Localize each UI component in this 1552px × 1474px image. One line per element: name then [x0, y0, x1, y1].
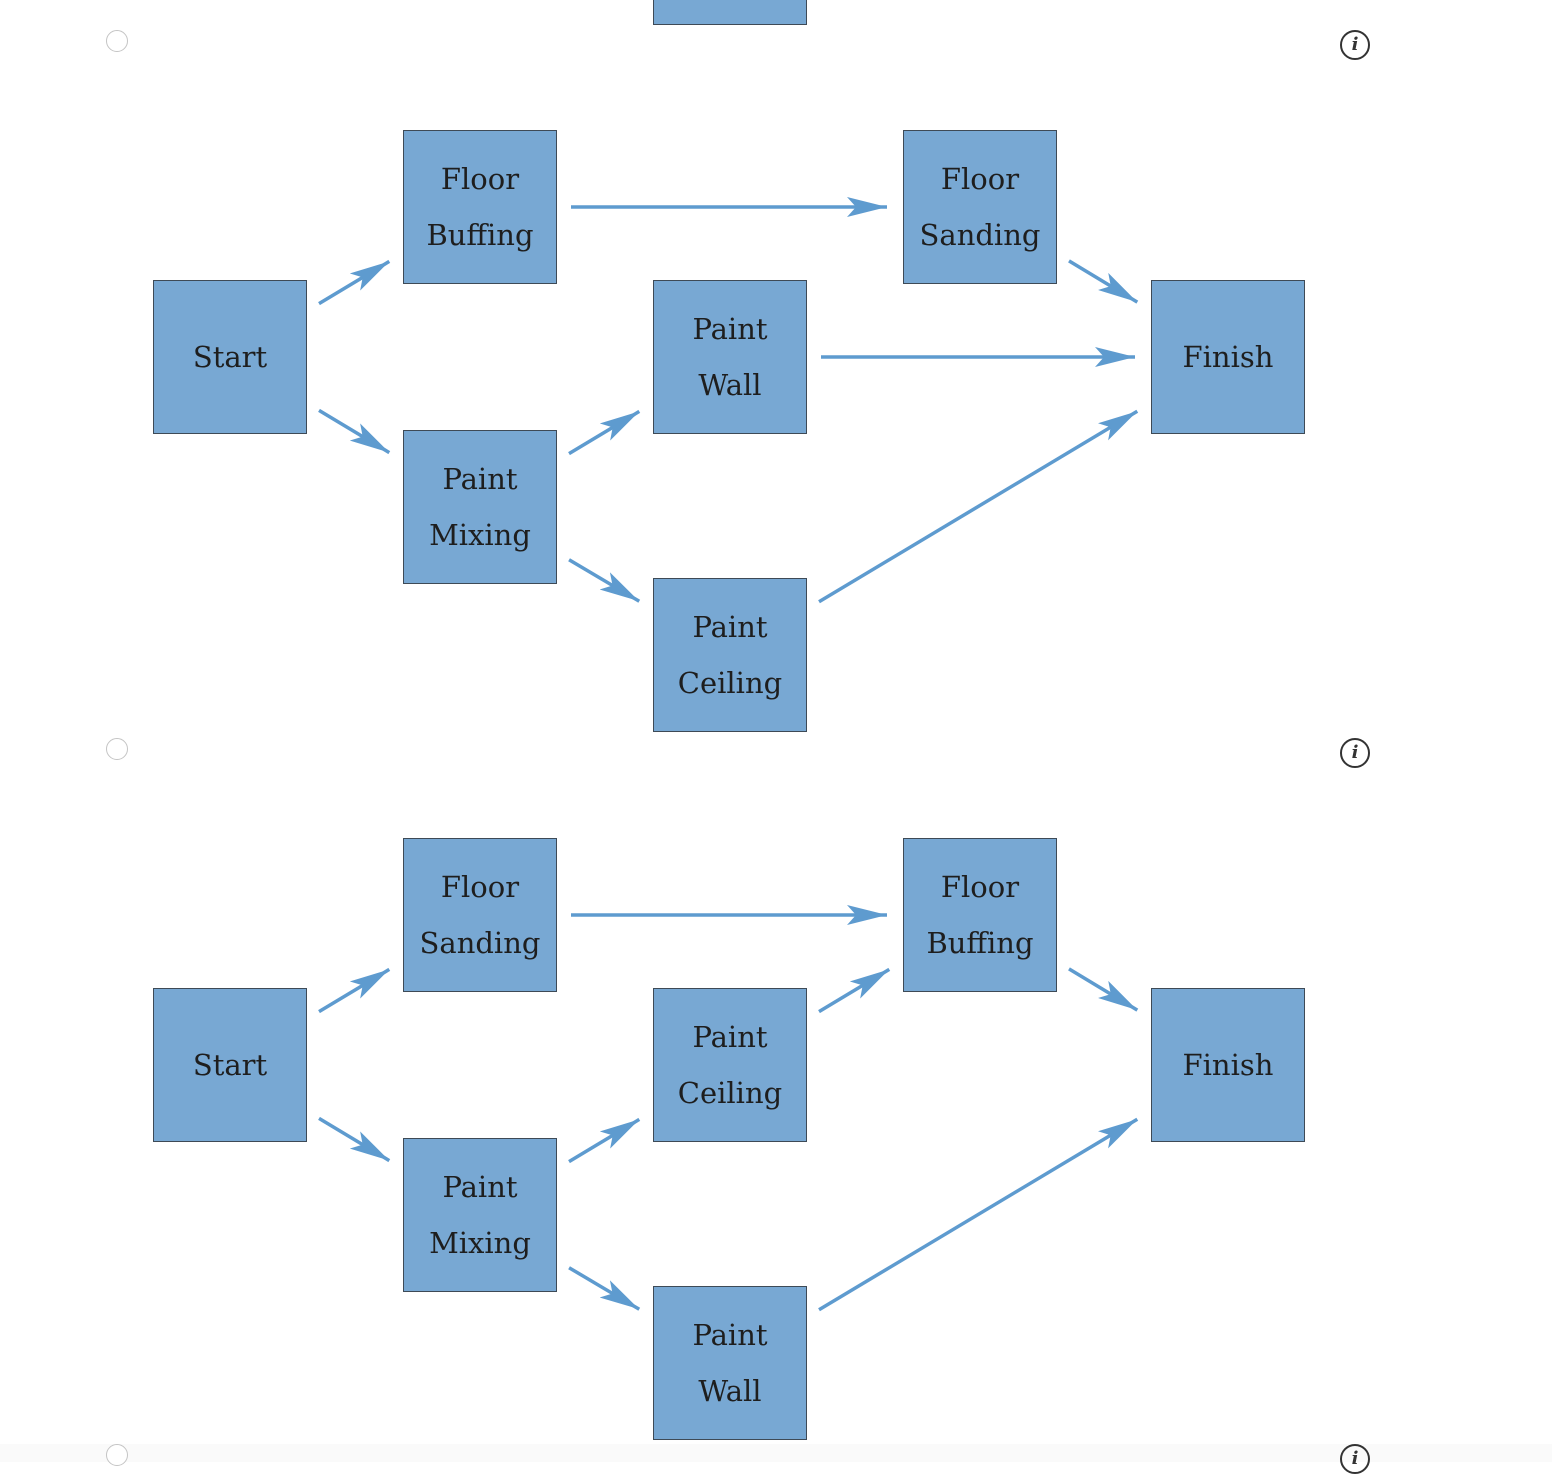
node-label-line: Floor: [440, 870, 520, 904]
arrow-n2-to-n3: [568, 1117, 641, 1164]
arrow-n4-to-finish: [818, 409, 1139, 604]
option-radio-3[interactable]: [106, 1444, 128, 1466]
node-label-line: Wall: [698, 368, 762, 402]
previous-option-node-partial: [653, 0, 807, 25]
node-label-line: Ceiling: [677, 666, 783, 700]
arrows-layer: [318, 905, 1139, 1312]
node-label-line: Paint: [442, 462, 518, 496]
node-label-line: Floor: [940, 162, 1020, 196]
node-label-line: Start: [192, 340, 268, 374]
node-label-line: Paint: [692, 312, 768, 346]
arrow-start-to-n2: [318, 408, 391, 455]
arrow-n2-to-n4: [568, 1266, 641, 1311]
option-radio-1[interactable]: [106, 30, 128, 52]
node-start: Start: [153, 988, 307, 1142]
arrow-start-to-n2: [318, 1116, 391, 1163]
node-label-line: Ceiling: [677, 1076, 783, 1110]
arrows-layer: [318, 197, 1139, 604]
node-label-line: Paint: [442, 1170, 518, 1204]
node-label-line: Wall: [698, 1374, 762, 1408]
page-bottom-strip: [0, 1444, 1552, 1462]
node-finish: Finish: [1151, 280, 1305, 434]
arrow-start-to-n1: [318, 259, 391, 306]
node-label-line: Buffing: [426, 218, 534, 252]
node-start: Start: [153, 280, 307, 434]
node-label-line: Paint: [692, 1020, 768, 1054]
info-icon-2[interactable]: i: [1340, 738, 1370, 768]
node-label-line: Buffing: [926, 926, 1034, 960]
node-label-line: Sanding: [419, 926, 541, 960]
node-label-line: Sanding: [919, 218, 1041, 252]
info-icon-3[interactable]: i: [1340, 1444, 1370, 1474]
node-label-line: Finish: [1182, 340, 1274, 374]
node-finish: Finish: [1151, 988, 1305, 1142]
node-label-line: Paint: [692, 1318, 768, 1352]
info-icon-1[interactable]: i: [1340, 30, 1370, 60]
node-label-line: Mixing: [429, 518, 531, 552]
arrow-n3-to-n5: [818, 967, 891, 1014]
node-label-line: Floor: [440, 162, 520, 196]
arrow-n2-to-n3: [568, 409, 641, 456]
option-radio-2[interactable]: [106, 738, 128, 760]
node-label-line: Finish: [1182, 1048, 1274, 1082]
arrow-n5-to-finish: [1068, 967, 1139, 1012]
node-label-line: Paint: [692, 610, 768, 644]
arrow-n2-to-n4: [568, 558, 641, 603]
node-label-line: Floor: [940, 870, 1020, 904]
arrow-start-to-n1: [318, 967, 391, 1014]
arrow-n4-to-finish: [818, 1117, 1139, 1312]
node-label-line: Start: [192, 1048, 268, 1082]
node-label-line: Mixing: [429, 1226, 531, 1260]
arrow-n5-to-finish: [1068, 259, 1139, 304]
